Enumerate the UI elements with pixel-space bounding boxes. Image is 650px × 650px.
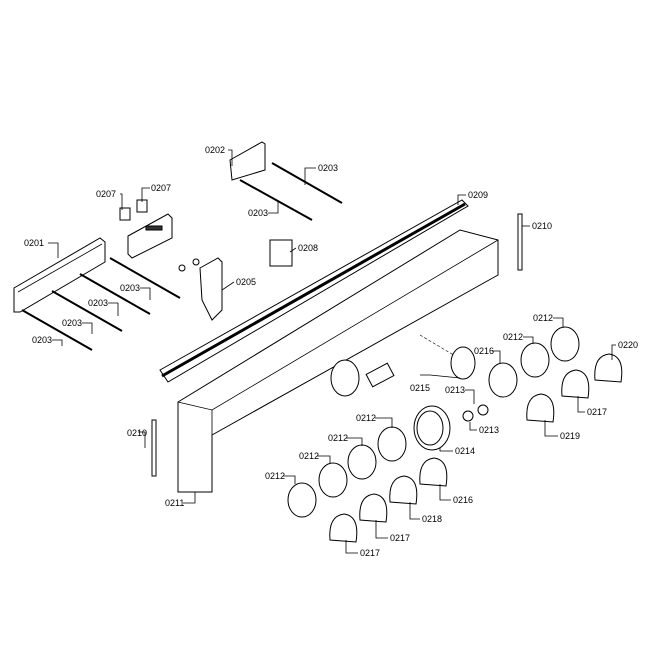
label-0217: 0217	[360, 548, 380, 558]
label-0203: 0203	[318, 163, 338, 173]
label-0201: 0201	[24, 238, 44, 248]
label-0217: 0217	[587, 407, 607, 417]
label-0213: 0213	[445, 385, 465, 395]
label-0205: 0205	[236, 277, 256, 287]
label-0212: 0212	[533, 313, 553, 323]
bracket-0210-right	[517, 213, 523, 271]
label-0202: 0202	[205, 145, 225, 155]
rods-0203	[21, 162, 343, 351]
label-0210: 0210	[532, 221, 552, 231]
part-labels: 0201 0202 0203 0203 0207 0207 0209 0210 …	[24, 145, 638, 558]
label-0209: 0209	[468, 190, 488, 200]
bracket-0201	[13, 237, 106, 313]
label-0215: 0215	[410, 383, 430, 393]
label-0208: 0208	[298, 243, 318, 253]
label-0219: 0219	[560, 431, 580, 441]
label-0212: 0212	[265, 471, 285, 481]
label-0203: 0203	[120, 283, 140, 293]
label-0212: 0212	[503, 332, 523, 342]
trim-bar-0209	[159, 199, 469, 383]
bracket-0210-left	[151, 419, 157, 477]
control-panel-0211	[177, 229, 499, 493]
label-0211: 0211	[165, 498, 184, 508]
knobs	[329, 353, 623, 543]
label-0203: 0203	[32, 335, 52, 345]
switches-0207	[119, 199, 173, 259]
label-0218: 0218	[422, 514, 442, 524]
label-0213: 0213	[479, 425, 499, 435]
label-0220: 0220	[618, 340, 638, 350]
label-0203: 0203	[248, 208, 268, 218]
label-0203: 0203	[88, 298, 108, 308]
label-0210: 0210	[127, 428, 147, 438]
part-0208	[269, 239, 293, 267]
label-0207: 0207	[96, 189, 116, 199]
knob-bezels	[287, 326, 580, 518]
leader-lines	[48, 149, 616, 554]
bracket-0202	[229, 141, 266, 181]
label-0217: 0217	[390, 533, 410, 543]
bracket-0205	[199, 257, 223, 321]
label-0207: 0207	[151, 183, 171, 193]
label-0212: 0212	[356, 413, 376, 423]
label-0216: 0216	[453, 495, 473, 505]
label-0214: 0214	[455, 446, 475, 456]
label-0212: 0212	[328, 433, 348, 443]
label-0203: 0203	[62, 318, 82, 328]
label-0216: 0216	[474, 346, 494, 356]
label-0212: 0212	[299, 451, 319, 461]
